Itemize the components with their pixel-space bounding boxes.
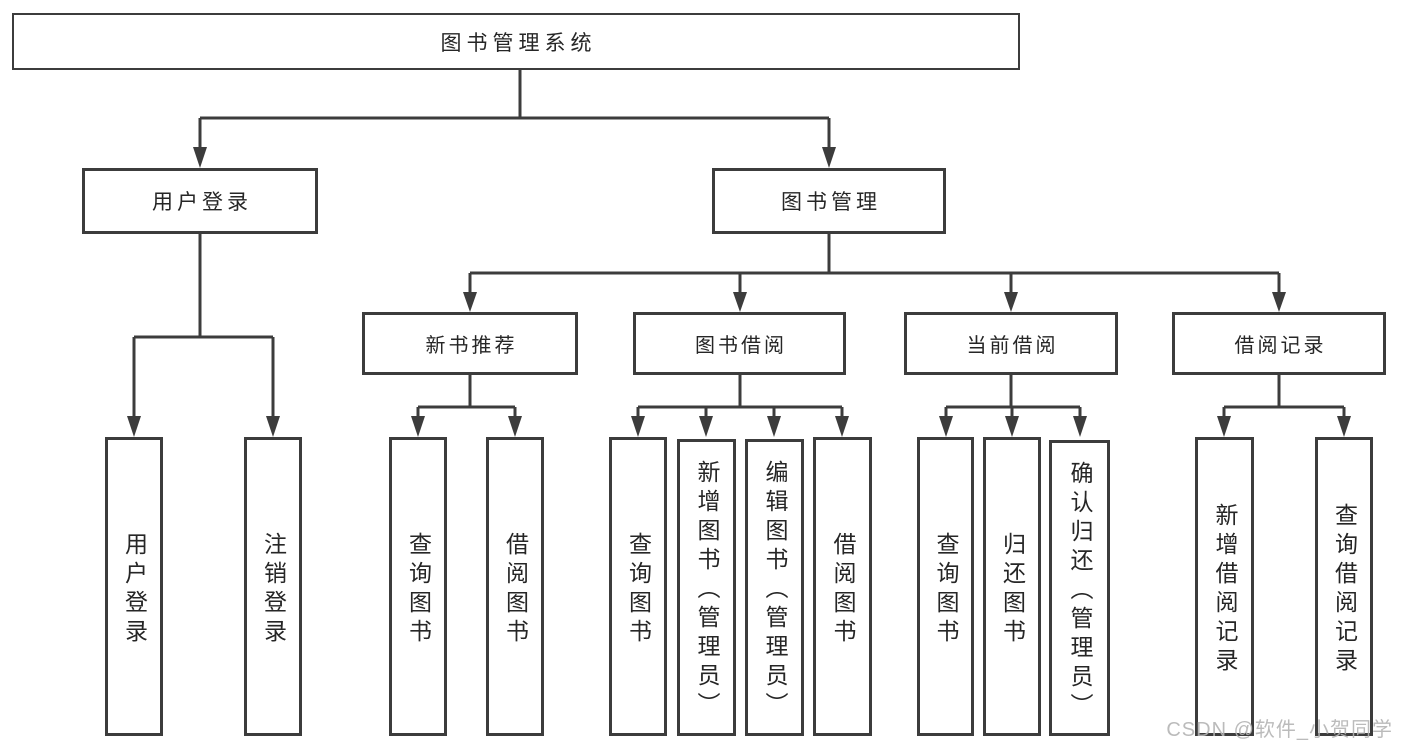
watermark: CSDN @软件_小贺同学: [1166, 719, 1393, 741]
leaf-records-add: 新增借阅记录: [1195, 437, 1254, 736]
node-current-borrow: 当前借阅: [904, 312, 1118, 375]
leaf-current-confirm-admin: 确认归还（管理员）: [1049, 440, 1110, 736]
leaf-borrow-query: 查询图书: [609, 437, 667, 736]
arrowhead: [127, 416, 141, 437]
connector-user-login: [132, 234, 275, 418]
arrowhead: [193, 147, 207, 168]
arrowhead: [508, 416, 522, 437]
node-book-borrow: 图书借阅: [633, 312, 846, 375]
node-book-management: 图书管理: [712, 168, 946, 234]
leaf-borrow-add-admin: 新增图书（管理员）: [677, 439, 736, 736]
arrowhead: [1073, 416, 1087, 437]
leaf-newbook-borrow: 借阅图书: [486, 437, 544, 736]
arrowhead: [463, 292, 477, 312]
node-new-book-recommend: 新书推荐: [362, 312, 578, 375]
connector-book-borrow: [636, 375, 844, 418]
connector-new-book: [416, 375, 517, 418]
leaf-user-login: 用户登录: [105, 437, 163, 736]
arrowhead: [1005, 416, 1019, 437]
arrowhead: [733, 292, 747, 312]
leaf-records-query: 查询借阅记录: [1315, 437, 1373, 736]
connector-book-management: [468, 234, 1281, 293]
connector-root-to-level1: [198, 70, 831, 149]
arrowhead: [822, 147, 836, 168]
leaf-borrow-borrow: 借阅图书: [813, 437, 872, 736]
arrowhead: [411, 416, 425, 437]
arrowhead: [266, 416, 280, 437]
leaf-borrow-edit-admin: 编辑图书（管理员）: [745, 439, 804, 736]
connector-borrow-records: [1222, 375, 1346, 418]
leaf-newbook-query: 查询图书: [389, 437, 447, 736]
leaf-current-query: 查询图书: [917, 437, 974, 736]
node-root: 图书管理系统: [12, 13, 1020, 70]
node-user-login: 用户登录: [82, 168, 318, 234]
arrowhead: [1272, 292, 1286, 312]
connector-current-borrow: [944, 375, 1082, 418]
node-borrow-records: 借阅记录: [1172, 312, 1386, 375]
arrowhead: [631, 416, 645, 437]
arrowhead: [699, 416, 713, 437]
arrowhead: [767, 416, 781, 437]
leaf-current-return: 归还图书: [983, 437, 1041, 736]
arrowhead: [1217, 416, 1231, 437]
arrowhead: [939, 416, 953, 437]
arrowhead: [1004, 292, 1018, 312]
arrowhead: [835, 416, 849, 437]
leaf-logout: 注销登录: [244, 437, 302, 736]
arrowhead: [1337, 416, 1351, 437]
